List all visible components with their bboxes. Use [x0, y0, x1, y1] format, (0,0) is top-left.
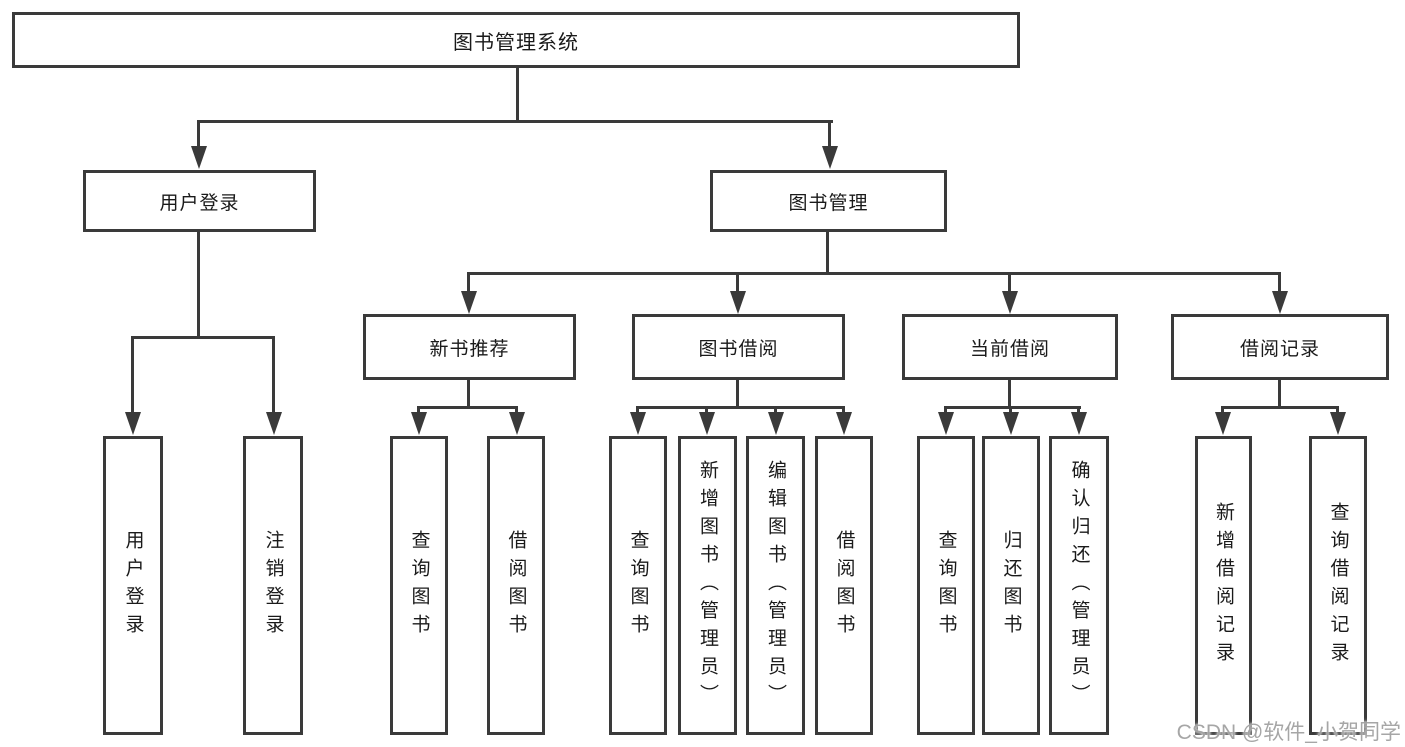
leaf-label: 确认归还（管理员）: [1068, 459, 1090, 712]
leaf-label: 新增借阅记录: [1213, 501, 1234, 670]
connector-stub: [1278, 380, 1281, 409]
node-label: 图书借阅: [698, 338, 779, 360]
arrow-down-icon: [630, 412, 646, 435]
connector-level1-bar: [197, 120, 833, 123]
node-label: 当前借阅: [969, 338, 1050, 360]
leaf-label: 查询图书: [408, 529, 430, 642]
connector-line: [736, 272, 739, 294]
node-new-book-recommend: 新书推荐: [363, 314, 576, 380]
node-label: 用户登录: [159, 192, 240, 214]
leaf-add-books-admin: 新增图书（管理员）: [678, 436, 737, 735]
leaf-label: 新增图书（管理员）: [697, 459, 718, 712]
connector-user-login-stub: [197, 232, 200, 339]
arrow-down-icon: [1215, 412, 1231, 435]
connector-line: [417, 406, 420, 416]
node-label: 新书推荐: [429, 338, 510, 360]
leaf-query-books-recommend: 查询图书: [390, 436, 448, 735]
connector-user-login-bar: [131, 336, 275, 339]
node-label: 图书管理: [788, 192, 869, 214]
node-book-borrowing: 图书借阅: [632, 314, 845, 380]
connector-line: [515, 406, 518, 416]
arrow-down-icon: [1071, 412, 1087, 435]
leaf-query-borrow-record: 查询借阅记录: [1309, 436, 1367, 735]
node-current-borrowing: 当前借阅: [902, 314, 1118, 380]
connector-line: [272, 336, 275, 415]
leaf-logout-login: 注销登录: [243, 436, 303, 735]
leaf-label: 注销登录: [262, 529, 284, 642]
connector-bar: [944, 406, 1081, 409]
connector-line: [131, 336, 134, 415]
connector-line: [944, 406, 947, 416]
arrow-down-icon: [411, 412, 427, 435]
arrow-down-icon: [509, 412, 525, 435]
connector-stub: [736, 380, 739, 409]
connector-line: [1077, 406, 1080, 416]
arrow-down-icon: [1002, 291, 1018, 314]
connector-line: [705, 406, 708, 416]
arrow-down-icon: [1330, 412, 1346, 435]
connector-line: [1336, 406, 1339, 416]
leaf-label: 编辑图书（管理员）: [765, 459, 786, 712]
node-label: 借阅记录: [1239, 338, 1320, 360]
connector-line: [467, 272, 470, 294]
connector-bar: [636, 406, 845, 409]
leaf-borrow-books-recommend: 借阅图书: [487, 436, 545, 735]
leaf-confirm-return-admin: 确认归还（管理员）: [1049, 436, 1109, 735]
leaf-label: 借阅图书: [833, 529, 855, 642]
node-borrowing-records: 借阅记录: [1171, 314, 1389, 380]
leaf-user-login: 用户登录: [103, 436, 163, 735]
arrow-down-icon: [836, 412, 852, 435]
leaf-query-books-borrowing: 查询图书: [609, 436, 667, 735]
connector-line: [774, 406, 777, 416]
csdn-watermark: CSDN @软件_小贺同学: [1176, 721, 1401, 744]
leaf-return-books: 归还图书: [982, 436, 1040, 735]
connector-root-stub: [516, 68, 519, 123]
connector-stub: [1008, 380, 1011, 409]
arrow-down-icon: [938, 412, 954, 435]
connector-line: [1008, 272, 1011, 294]
arrow-down-icon: [125, 412, 141, 435]
connector-stub: [467, 380, 470, 409]
connector-bar: [1221, 406, 1339, 409]
arrow-down-icon: [730, 291, 746, 314]
arrow-down-icon: [266, 412, 282, 435]
connector-line: [1278, 272, 1281, 294]
connector-bar: [417, 406, 518, 409]
leaf-edit-books-admin: 编辑图书（管理员）: [746, 436, 805, 735]
arrow-down-icon: [699, 412, 715, 435]
arrow-down-icon: [822, 146, 838, 169]
arrow-down-icon: [461, 291, 477, 314]
node-book-management-branch: 图书管理: [710, 170, 947, 232]
leaf-borrow-books-borrowing: 借阅图书: [815, 436, 873, 735]
node-user-login-branch: 用户登录: [83, 170, 316, 232]
leaf-label: 用户登录: [122, 529, 144, 642]
connector-line: [842, 406, 845, 416]
leaf-label: 查询借阅记录: [1327, 501, 1349, 670]
connector-line: [1009, 406, 1012, 416]
leaf-query-books-current: 查询图书: [917, 436, 975, 735]
arrow-down-icon: [1003, 412, 1019, 435]
connector-line: [636, 406, 639, 416]
arrow-down-icon: [191, 146, 207, 169]
connector-line: [828, 120, 831, 148]
connector-line: [197, 120, 200, 148]
leaf-label: 归还图书: [1000, 529, 1022, 642]
connector-book-mgmt-stub: [826, 232, 829, 275]
node-label: 图书管理系统: [453, 31, 579, 54]
arrow-down-icon: [768, 412, 784, 435]
connector-line: [1221, 406, 1224, 416]
arrow-down-icon: [1272, 291, 1288, 314]
leaf-add-borrow-record: 新增借阅记录: [1195, 436, 1252, 735]
node-library-management-system: 图书管理系统: [12, 12, 1020, 68]
connector-level3-bar: [467, 272, 1281, 275]
leaf-label: 查询图书: [935, 529, 957, 642]
leaf-label: 借阅图书: [505, 529, 527, 642]
leaf-label: 查询图书: [627, 529, 649, 642]
